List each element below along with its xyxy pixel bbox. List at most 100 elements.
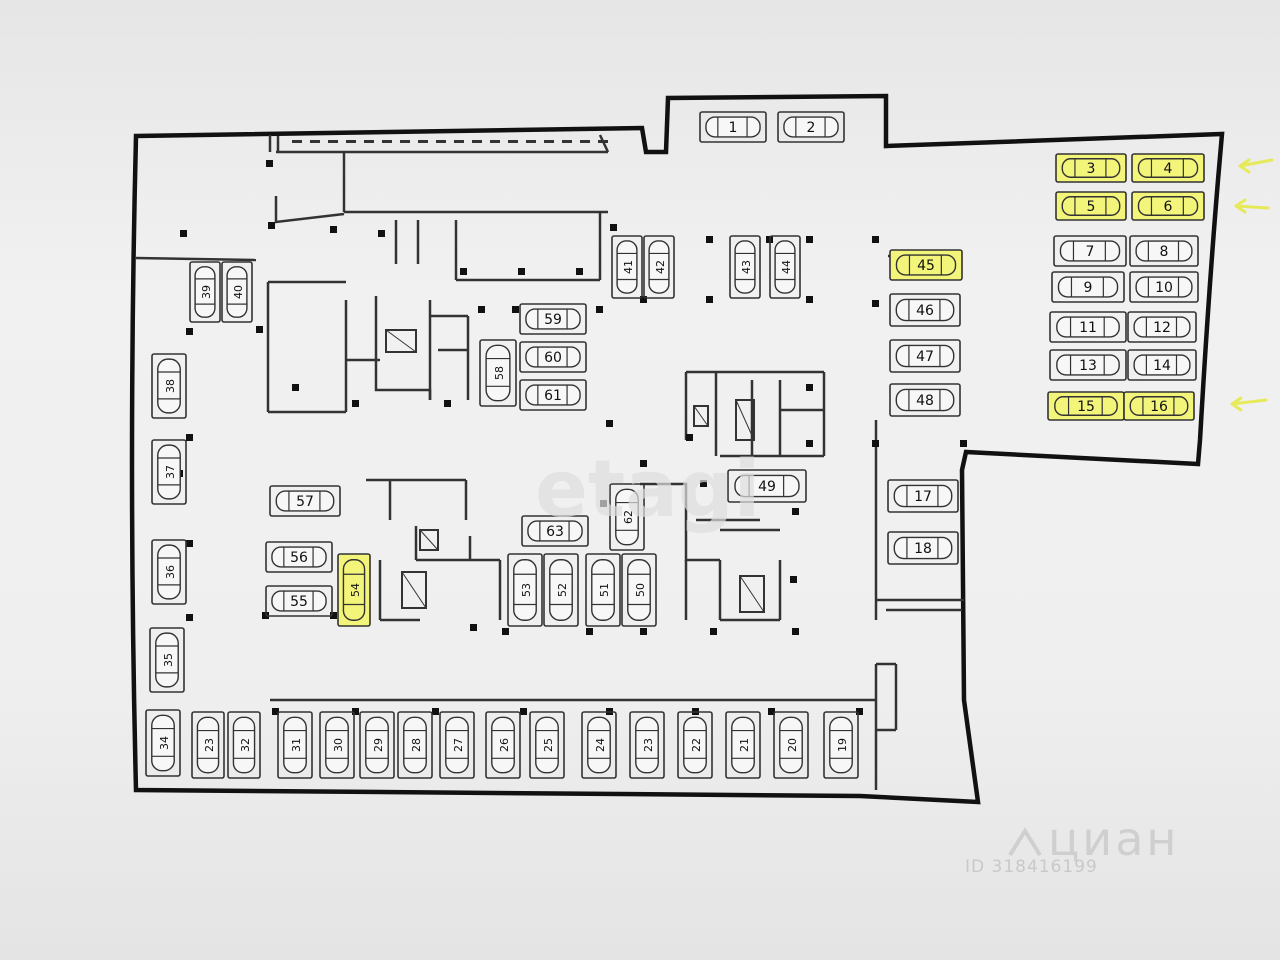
spot-number: 7 [1086, 244, 1095, 260]
column [330, 226, 337, 233]
parking-spot: 25 [529, 711, 565, 779]
spot-outline [277, 711, 313, 779]
car-icon [525, 308, 581, 330]
car-windows [365, 729, 389, 759]
service-box [385, 329, 417, 353]
car-icon [587, 716, 611, 774]
parking-spot: 9 [1051, 271, 1125, 303]
service-box-diagonal [693, 405, 709, 427]
spot-outline [887, 531, 959, 565]
column [478, 306, 485, 313]
spot-number: 8 [1160, 244, 1169, 260]
car-icon [194, 266, 216, 318]
car-icon [527, 520, 583, 542]
car-windows [1145, 317, 1178, 337]
car-windows [1067, 396, 1103, 416]
car-icon [549, 559, 573, 621]
car-icon [1061, 196, 1121, 216]
ramp-dash [436, 140, 446, 143]
car-windows [1147, 277, 1180, 297]
car-icon [731, 716, 755, 774]
service-box [693, 405, 709, 427]
parking-spot: 2 [777, 111, 845, 143]
spot-number: 25 [542, 738, 555, 752]
spot-number: 13 [1079, 358, 1097, 374]
parking-spot: 16 [1123, 391, 1195, 421]
spot-outline [1127, 349, 1197, 381]
spot-outline [609, 483, 645, 551]
spot-outline [319, 711, 355, 779]
car-icon [829, 716, 853, 774]
walls [129, 93, 1225, 805]
spot-number: 36 [164, 565, 177, 579]
spot-number: 30 [332, 738, 345, 752]
spot-outline [359, 711, 395, 779]
spot-number: 48 [916, 393, 934, 409]
spot-outline [699, 111, 767, 143]
car-icon [157, 544, 181, 600]
car-windows [1074, 158, 1107, 178]
parking-spot: 37 [151, 439, 187, 505]
spot-number: 4 [1164, 161, 1173, 177]
service-box [401, 571, 427, 609]
parking-spot: 58 [479, 339, 517, 407]
car-icon [734, 474, 800, 498]
column [272, 708, 279, 715]
car-windows [1147, 241, 1180, 261]
parking-spot: 24 [581, 711, 617, 779]
car-icon [513, 559, 537, 621]
ramp-dash [382, 140, 392, 143]
parking-spot: 41 [611, 235, 643, 299]
column [266, 160, 273, 167]
column [256, 326, 263, 333]
ramp-dash [346, 140, 356, 143]
spot-number: 3 [1087, 161, 1096, 177]
spot-number: 11 [1079, 320, 1097, 336]
car-windows [1142, 396, 1175, 416]
spot-number: 5 [1087, 199, 1096, 215]
spot-outline [629, 711, 665, 779]
car-body [1056, 354, 1120, 376]
spot-number: 40 [232, 285, 245, 299]
car-windows [908, 299, 941, 321]
parking-spot: 38 [151, 353, 187, 419]
car-windows [513, 573, 537, 606]
car-windows [537, 309, 568, 329]
spot-outline [643, 235, 675, 299]
spot-outline [397, 711, 433, 779]
car-icon [895, 298, 955, 322]
parking-spot: 49 [727, 469, 807, 503]
car-icon [271, 546, 327, 568]
parking-spot: 12 [1127, 311, 1197, 343]
car-icon [491, 716, 515, 774]
spot-number: 57 [296, 494, 314, 510]
car-windows [486, 357, 510, 387]
column [790, 576, 797, 583]
spot-number: 52 [556, 583, 569, 597]
car-body [627, 559, 651, 621]
car-windows [908, 345, 941, 367]
column [330, 612, 337, 619]
car-icon [485, 344, 511, 402]
column [502, 628, 509, 635]
spot-outline [221, 261, 253, 323]
columns [176, 160, 967, 715]
car-windows [283, 729, 307, 759]
spot-outline [507, 553, 543, 627]
parking-spot: 15 [1047, 391, 1125, 421]
car-windows [539, 521, 570, 541]
column [292, 384, 299, 391]
car-windows [908, 389, 941, 411]
spot-outline [1127, 311, 1197, 343]
spot-number: 34 [158, 736, 171, 750]
column [378, 230, 385, 237]
spot-outline [151, 353, 187, 419]
spot-number: 49 [758, 479, 776, 495]
spot-outline [265, 585, 333, 617]
spot-outline [227, 711, 261, 779]
column [706, 236, 713, 243]
parking-spot: 36 [151, 539, 187, 605]
